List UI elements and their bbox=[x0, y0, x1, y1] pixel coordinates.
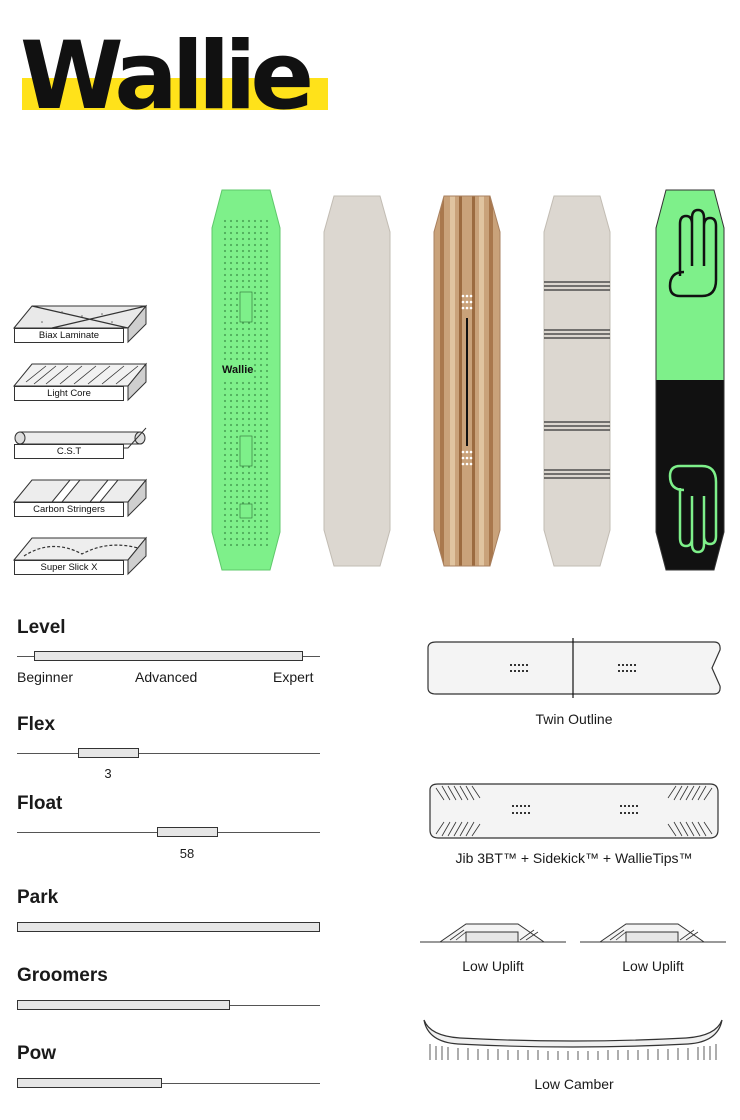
groomers-bar bbox=[17, 1000, 230, 1010]
layer-light-core: Light Core bbox=[12, 360, 148, 402]
board-core-linen bbox=[322, 194, 392, 568]
flex-marker bbox=[78, 748, 139, 758]
super-slick-icon bbox=[12, 536, 148, 576]
page-title: Wallie bbox=[20, 22, 314, 131]
layer-carbon-stringers: Carbon Stringers bbox=[12, 476, 148, 518]
title-highlight bbox=[22, 78, 328, 110]
level-range-bar bbox=[34, 651, 303, 661]
camber-diagram bbox=[420, 1014, 726, 1071]
pow-track bbox=[17, 1083, 320, 1084]
flex-track bbox=[17, 753, 320, 754]
board-base bbox=[654, 188, 726, 572]
uplift-left-diagram bbox=[420, 918, 566, 953]
board-top-sheet: Wallie bbox=[210, 188, 282, 572]
float-marker bbox=[157, 827, 218, 837]
level-label-beginner: Beginner bbox=[17, 669, 74, 685]
twin-outline-diagram bbox=[424, 638, 724, 705]
flex-title: Flex bbox=[17, 714, 56, 735]
level-label-expert: Expert bbox=[273, 669, 314, 685]
layer-super-slick: Super Slick X bbox=[12, 534, 148, 576]
layer-label: Super Slick X bbox=[14, 560, 124, 575]
cst-icon bbox=[14, 427, 147, 449]
light-core-icon bbox=[12, 362, 148, 402]
board-core-wood bbox=[432, 194, 502, 568]
flex-value: 3 bbox=[104, 766, 112, 781]
layer-cst: C.S.T bbox=[12, 418, 148, 460]
layer-label: Biax Laminate bbox=[14, 328, 124, 343]
uplift-right-label: Low Uplift bbox=[622, 958, 684, 974]
twin-outline-label: Twin Outline bbox=[535, 711, 613, 727]
level-title: Level bbox=[17, 617, 66, 638]
pow-title: Pow bbox=[17, 1043, 57, 1064]
layer-label: Light Core bbox=[14, 386, 124, 401]
groomers-title: Groomers bbox=[17, 965, 108, 986]
hand-graphic-icon bbox=[668, 208, 718, 298]
level-label-advanced: Advanced bbox=[135, 669, 198, 685]
uplift-right-diagram bbox=[580, 918, 726, 953]
layer-biax-laminate: Biax Laminate bbox=[12, 302, 148, 344]
layer-label: C.S.T bbox=[14, 444, 124, 459]
camber-label: Low Camber bbox=[534, 1076, 614, 1092]
uplift-left-label: Low Uplift bbox=[462, 958, 524, 974]
float-value: 58 bbox=[179, 846, 195, 861]
jib-tech-label: Jib 3BT™ + Sidekick™ + WallieTips™ bbox=[455, 850, 693, 866]
board-core-stringers bbox=[542, 194, 612, 568]
park-bar bbox=[17, 922, 320, 932]
biax-laminate-icon bbox=[12, 304, 148, 344]
board-top-sheet-text: Wallie bbox=[222, 364, 253, 376]
layer-label: Carbon Stringers bbox=[14, 502, 124, 517]
float-title: Float bbox=[17, 793, 63, 814]
park-title: Park bbox=[17, 887, 59, 908]
pow-bar bbox=[17, 1078, 162, 1088]
jib-tech-diagram bbox=[424, 780, 724, 847]
